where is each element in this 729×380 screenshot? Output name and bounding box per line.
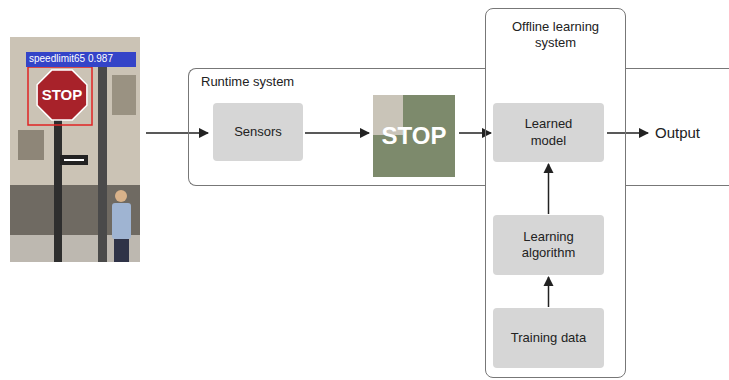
group-title: Offline learning system xyxy=(497,19,615,52)
sign-text: STOP xyxy=(382,123,447,149)
flow-arrow xyxy=(548,277,550,307)
detection-box xyxy=(28,67,92,125)
photo-sign-pole xyxy=(54,118,62,262)
system-boundary-line xyxy=(626,185,729,186)
flow-arrow xyxy=(305,132,369,134)
photo-person-head xyxy=(115,190,127,202)
box-label: Sensors xyxy=(234,124,282,140)
photo-window xyxy=(18,130,44,160)
output-label: Output xyxy=(655,125,700,142)
photo-sidewalk xyxy=(10,235,140,262)
photo-person-body xyxy=(112,203,131,239)
flow-arrow xyxy=(548,164,550,214)
photo-lamp-post xyxy=(98,60,107,262)
group-title: Runtime system xyxy=(201,74,294,90)
system-boundary-line xyxy=(626,68,729,69)
system-boundary: Offline learning systemLearned modelLear… xyxy=(485,8,626,378)
process-box: Learned model xyxy=(493,103,604,162)
detection-label: speedlimit65 0.987 xyxy=(29,53,113,64)
process-box: Learning algorithm xyxy=(493,215,604,275)
process-box: Training data xyxy=(493,308,604,368)
stop-sign-symbol xyxy=(37,70,87,120)
photo-street-sign-arrow xyxy=(64,159,84,161)
box-label: Training data xyxy=(511,330,586,346)
flow-arrow xyxy=(607,132,648,134)
detection-label-bar xyxy=(26,52,136,67)
box-label: Learned model xyxy=(513,116,585,149)
photo-person-legs xyxy=(114,239,129,262)
box-label: Learning algorithm xyxy=(507,229,591,262)
flow-arrow xyxy=(146,132,208,134)
photo-building xyxy=(10,37,140,262)
sign-text: STOP xyxy=(42,87,83,104)
photo-window xyxy=(112,75,136,115)
process-box: Sensors xyxy=(213,103,303,161)
flow-arrow xyxy=(459,132,491,134)
cropped-image-background xyxy=(373,95,455,177)
photo-street-sign xyxy=(60,155,88,165)
